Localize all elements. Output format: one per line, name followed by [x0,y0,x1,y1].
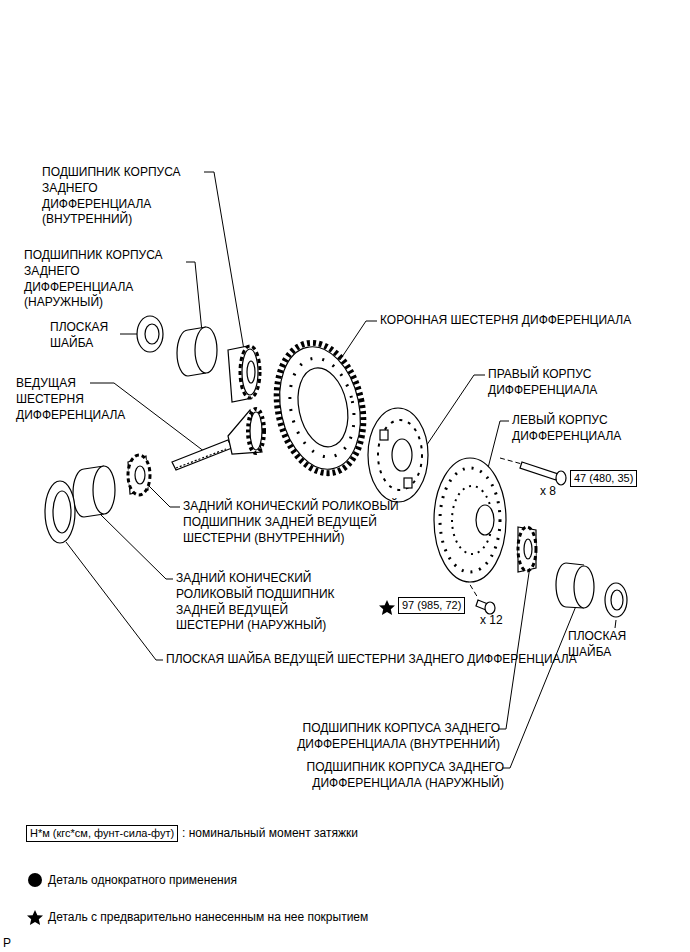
part-label: ПРАВЫЙ КОРПУС ДИФФЕРЕНЦИАЛА [488,367,628,399]
bearing-race [73,466,115,517]
part-label: ПЛОСКАЯ ШАЙБА [568,629,638,661]
bolt [476,600,495,614]
pinion-washer [45,481,75,543]
flat-washer [605,583,627,617]
torque-value: Н*м (кгс*см, фунт-сила-фут) [30,827,174,839]
part-label: ВЕДУЩАЯ ШЕСТЕРНЯ ДИФФЕРЕНЦИАЛА [16,376,116,423]
leader-line [502,606,576,768]
torque-value: 47 (480, 35) [574,472,633,484]
part-label: ЗАДНИЙ КОНИЧЕСКИЙ РОЛИКОВЫЙ ПОДШИПНИК ЗА… [176,571,346,634]
bearing-race [177,327,217,376]
part-label: ПОДШИПНИК КОРПУСА ЗАДНЕГО ДИФФЕРЕНЦИАЛА … [258,760,504,792]
flat-washer [137,316,163,352]
legend-text: Деталь с предварительно нанесенным на не… [48,910,368,925]
roller-bearing [228,346,260,402]
leader-line [204,172,244,350]
quantity-label: x 12 [480,613,520,629]
leader-line [420,375,485,455]
drive-pinion [172,409,264,470]
legend-text: Деталь однократного применения [48,873,237,888]
torque-box: Н*м (кгс*см, фунт-сила-фут) [26,825,178,842]
leader-line [186,262,202,332]
leader-line [66,542,163,660]
bearing-race [556,563,594,608]
differential-case-left [434,458,506,582]
roller-bearing [518,527,536,572]
part-label: ЛЕВЫЙ КОРПУС ДИФФЕРЕНЦИАЛА [512,413,652,445]
part-label: ПОДШИПНИК КОРПУСА ЗАДНЕГО ДИФФЕРЕНЦИАЛА … [42,165,182,228]
part-label: ЗАДНИЙ КОНИЧЕСКИЙ РОЛИКОВЫЙ ПОДШИПНИК ЗА… [183,499,433,546]
leader-line [148,485,180,507]
leader-line [615,620,616,628]
page-mark: P [3,936,23,952]
coated-star-symbol [27,910,43,925]
part-label: ПЛОСКАЯ ШАЙБА [50,320,118,352]
leader-line [498,566,530,729]
torque-box: 97 (985, 72) [398,597,465,614]
part-label: ПОДШИПНИК КОРПУСА ЗАДНЕГО ДИФФЕРЕНЦИАЛА … [24,248,169,311]
leader-line [488,421,509,468]
part-label: ПЛОСКАЯ ШАЙБА ВЕДУЩЕЙ ШЕСТЕРНИ ЗАДНЕГО Д… [166,652,577,668]
part-label: КОРОННАЯ ШЕСТЕРНЯ ДИФФЕРЕНЦИАЛА [380,313,631,329]
part-label: ПОДШИПНИК КОРПУСА ЗАДНЕГО ДИФФЕРЕНЦИАЛА … [244,721,500,753]
coated-star-symbol [379,600,395,615]
differential-case-right [368,408,428,502]
bolt [520,462,566,485]
ring-gear [265,335,375,482]
torque-box: 47 (480, 35) [570,470,637,487]
single-use-symbol [28,873,42,887]
torque-value: 97 (985, 72) [402,599,461,611]
dashed-line [500,458,522,464]
legend-text: : номинальный момент затяжки [182,826,358,841]
leader-line [340,321,377,360]
roller-bearing [128,455,150,495]
leader-line [100,514,173,579]
leader-line [120,334,137,335]
